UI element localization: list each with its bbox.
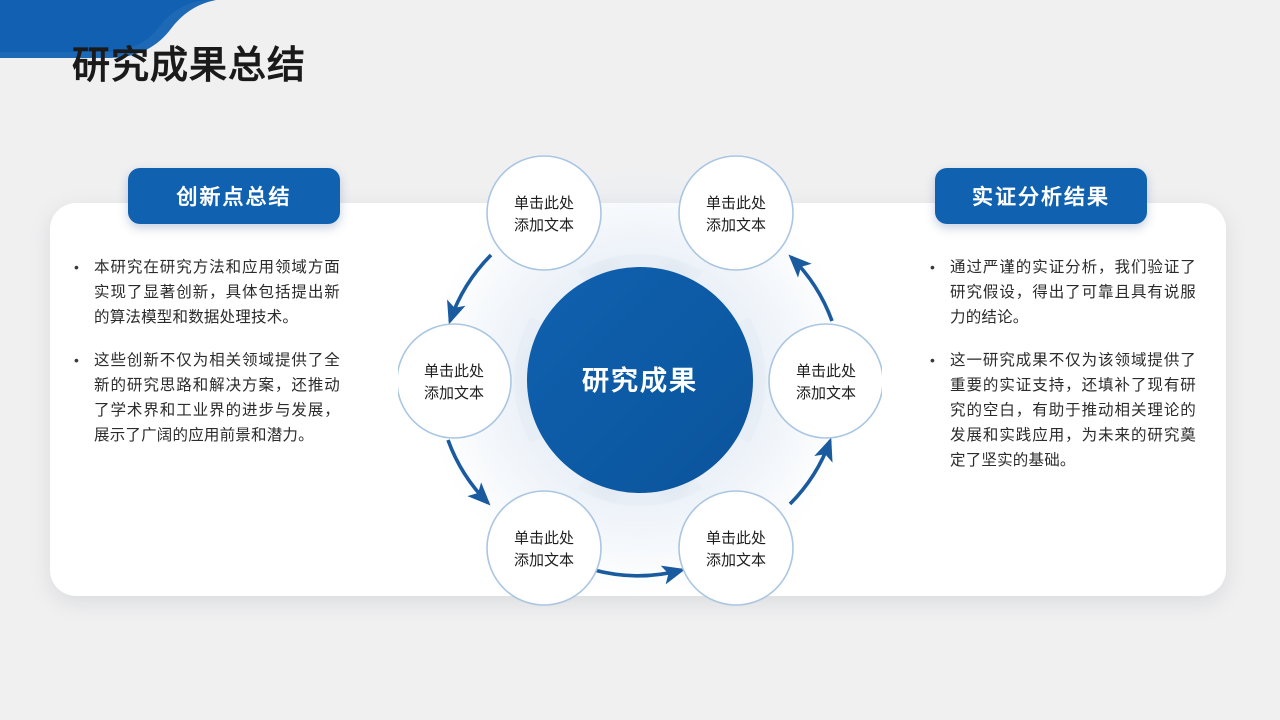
- node-left-line2: 添加文本: [424, 385, 484, 402]
- bullet-text: 本研究在研究方法和应用领域方面实现了显著创新，具体包括提出新的算法模型和数据处理…: [94, 259, 340, 326]
- node-bottom-right-line2: 添加文本: [706, 552, 766, 569]
- node-top-left-line1: 单击此处: [514, 195, 574, 212]
- right-panel-header: 实证分析结果: [935, 168, 1147, 224]
- node-top-right[interactable]: 单击此处 添加文本: [678, 155, 794, 271]
- right-panel-bullets: • 通过严谨的实证分析，我们验证了研究假设，得出了可靠且具有说服力的结论。 • …: [928, 255, 1196, 491]
- node-bottom-left-line1: 单击此处: [514, 530, 574, 547]
- node-top-left[interactable]: 单击此处 添加文本: [486, 155, 602, 271]
- node-top-right-line2: 添加文本: [706, 217, 766, 234]
- list-item: • 本研究在研究方法和应用领域方面实现了显著创新，具体包括提出新的算法模型和数据…: [72, 255, 340, 330]
- node-bottom-left[interactable]: 单击此处 添加文本: [486, 490, 602, 606]
- list-item: • 这些创新不仅为相关领域提供了全新的研究思路和解决方案，还推动了学术界和工业界…: [72, 348, 340, 448]
- cycle-diagram: 单击此处 添加文本 单击此处 添加文本 单击此处 添加文本 单击此处 添加文本 …: [398, 145, 882, 615]
- page-title: 研究成果总结: [72, 45, 307, 87]
- node-left-line1: 单击此处: [424, 363, 484, 380]
- node-right-line2: 添加文本: [796, 385, 856, 402]
- cycle-diagram-svg: 单击此处 添加文本 单击此处 添加文本 单击此处 添加文本 单击此处 添加文本 …: [398, 155, 882, 606]
- node-bottom-left-line2: 添加文本: [514, 552, 574, 569]
- node-top-right-line1: 单击此处: [706, 195, 766, 212]
- node-top-left-line2: 添加文本: [514, 217, 574, 234]
- left-panel: 创新点总结 • 本研究在研究方法和应用领域方面实现了显著创新，具体包括提出新的算…: [50, 168, 350, 596]
- node-right-line1: 单击此处: [796, 363, 856, 380]
- diagram-center-hub[interactable]: 研究成果: [527, 267, 753, 493]
- node-bottom-right-line1: 单击此处: [706, 530, 766, 547]
- bullet-marker-icon: •: [930, 352, 935, 368]
- left-panel-bullets: • 本研究在研究方法和应用领域方面实现了显著创新，具体包括提出新的算法模型和数据…: [72, 255, 340, 466]
- bullet-text: 这些创新不仅为相关领域提供了全新的研究思路和解决方案，还推动了学术界和工业界的进…: [94, 352, 340, 444]
- bullet-text: 这一研究成果不仅为该领域提供了重要的实证支持，还填补了现有研究的空白，有助于推动…: [950, 352, 1196, 469]
- node-left[interactable]: 单击此处 添加文本: [398, 323, 512, 439]
- bullet-marker-icon: •: [930, 259, 935, 275]
- bullet-text: 通过严谨的实证分析，我们验证了研究假设，得出了可靠且具有说服力的结论。: [950, 259, 1196, 326]
- right-panel: 实证分析结果 • 通过严谨的实证分析，我们验证了研究假设，得出了可靠且具有说服力…: [910, 168, 1210, 596]
- bullet-marker-icon: •: [74, 259, 79, 275]
- diagram-arrows: [446, 253, 834, 585]
- list-item: • 这一研究成果不仅为该领域提供了重要的实证支持，还填补了现有研究的空白，有助于…: [928, 348, 1196, 473]
- list-item: • 通过严谨的实证分析，我们验证了研究假设，得出了可靠且具有说服力的结论。: [928, 255, 1196, 330]
- diagram-nodes: 单击此处 添加文本 单击此处 添加文本 单击此处 添加文本 单击此处 添加文本 …: [398, 155, 882, 606]
- node-right[interactable]: 单击此处 添加文本: [768, 323, 882, 439]
- bullet-marker-icon: •: [74, 352, 79, 368]
- center-hub-label: 研究成果: [582, 365, 698, 396]
- node-bottom-right[interactable]: 单击此处 添加文本: [678, 490, 794, 606]
- left-panel-header: 创新点总结: [128, 168, 340, 224]
